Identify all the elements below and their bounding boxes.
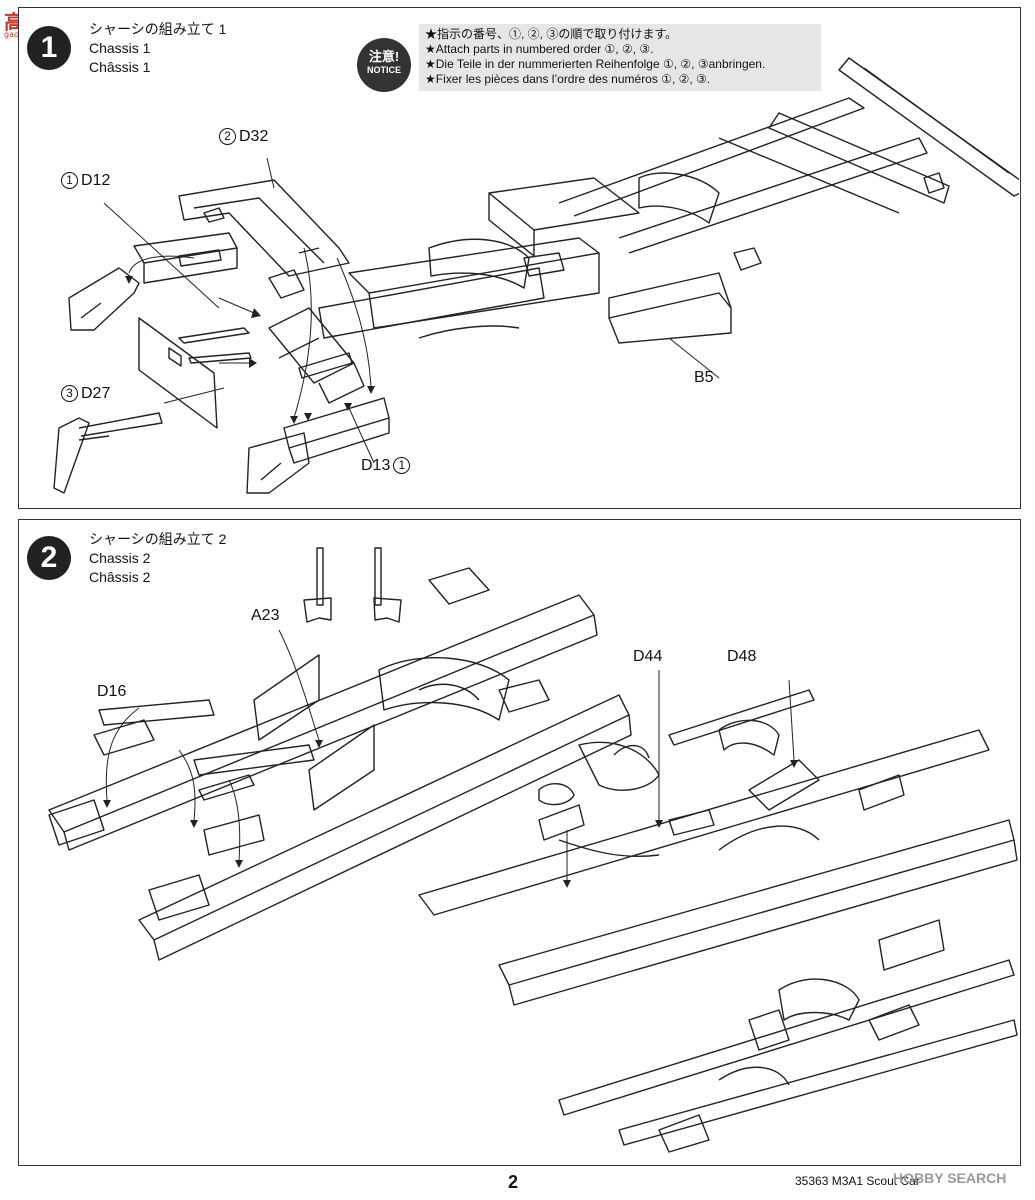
assembly-arrows-2 bbox=[105, 629, 795, 880]
step-2-panel: 2 シャーシの組み立て 2 Chassis 2 Châssis 2 bbox=[18, 519, 1021, 1166]
step-1-number: 1 bbox=[27, 26, 71, 70]
step-2-title-en: Chassis 2 bbox=[89, 550, 151, 566]
assembly-arrowheads-2 bbox=[103, 740, 798, 888]
part-name-d27: D27 bbox=[81, 385, 111, 402]
step-1-title-en: Chassis 1 bbox=[89, 40, 151, 56]
assembly-arrows bbox=[103, 157, 720, 464]
chassis-preview bbox=[558, 919, 1018, 1153]
part-name-d32: D32 bbox=[239, 128, 269, 145]
step-1-title-jp: シャーシの組み立て 1 bbox=[89, 21, 227, 37]
part-d13 bbox=[246, 352, 390, 494]
step-1-title-fr: Châssis 1 bbox=[89, 59, 151, 75]
notice-line-en: ★Attach parts in numbered order ①, ②, ③. bbox=[425, 42, 654, 56]
step-1-title: シャーシの組み立て 1 Chassis 1 Châssis 1 bbox=[89, 20, 226, 77]
notice-line-fr: ★Fixer les pièces dans l’ordre des numér… bbox=[425, 72, 711, 86]
label-d48: D48 bbox=[727, 648, 757, 665]
label-b5: B5 bbox=[694, 369, 714, 386]
notice-badge: 注意! NOTICE bbox=[357, 38, 411, 92]
part-name-d12: D12 bbox=[81, 172, 111, 189]
notice-badge-en: NOTICE bbox=[366, 65, 401, 75]
step-2-title-fr: Châssis 2 bbox=[89, 569, 151, 585]
step-2-title: シャーシの組み立て 2 Chassis 2 Châssis 2 bbox=[89, 530, 226, 587]
footer-product-code: 35363 M3A1 Scout Car bbox=[795, 1174, 920, 1188]
order-marker-d12: 1 bbox=[61, 172, 78, 190]
order-marker-d27: 3 bbox=[61, 385, 78, 403]
page-number: 2 bbox=[508, 1172, 519, 1192]
step-1-illustration bbox=[53, 57, 1019, 494]
part-name-d13: D13 bbox=[361, 457, 391, 474]
chassis-frame-b5 bbox=[268, 57, 1019, 404]
order-marker-d32: 2 bbox=[219, 128, 236, 146]
chassis-frame-lower bbox=[418, 689, 1018, 1006]
label-d16: D16 bbox=[97, 683, 127, 700]
chassis-frame-upper bbox=[48, 567, 632, 961]
part-d12 bbox=[68, 232, 238, 331]
notice-badge-jp: 注意! bbox=[368, 49, 400, 64]
step-2-number: 2 bbox=[27, 536, 71, 580]
notice-box: ★指示の番号、①, ②, ③の順で取り付けます。 ★Attach parts i… bbox=[419, 24, 821, 91]
label-a23: A23 bbox=[251, 607, 280, 624]
part-d32 bbox=[178, 179, 350, 299]
footer-brand-watermark: HOBBY SEARCH bbox=[893, 1170, 1007, 1186]
assembly-arrowheads bbox=[125, 276, 375, 424]
bracket-parts bbox=[303, 547, 402, 623]
part-d27 bbox=[53, 317, 252, 494]
order-marker-d13: 1 bbox=[393, 457, 411, 475]
notice-line-jp: ★指示の番号、①, ②, ③の順で取り付けます。 bbox=[425, 27, 678, 41]
label-d44: D44 bbox=[633, 648, 663, 665]
step-1-panel: 1 シャーシの組み立て 1 Chassis 1 Châssis 1 注意! NO… bbox=[18, 7, 1021, 509]
step-2-title-jp: シャーシの組み立て 2 bbox=[89, 531, 227, 547]
notice-line-de: ★Die Teile in der nummerierten Reihenfol… bbox=[425, 57, 766, 71]
step-2-illustration bbox=[48, 547, 1018, 1153]
